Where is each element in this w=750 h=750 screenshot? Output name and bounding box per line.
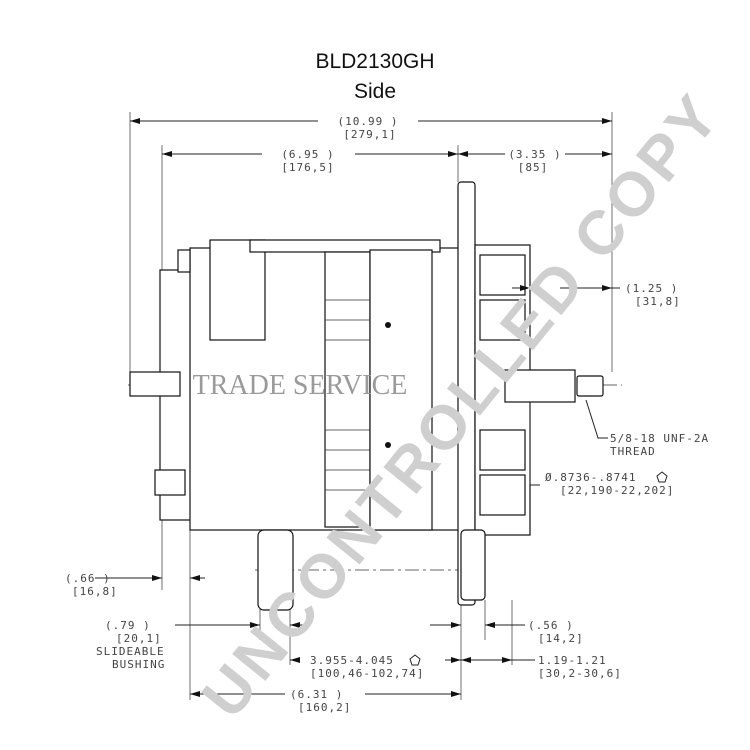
front-length-in: (3.35 ) — [508, 148, 561, 161]
stator — [324, 251, 371, 528]
front-length-mm: [85] — [518, 161, 549, 174]
aux-terminal — [177, 249, 191, 273]
shaft-diameter-in: Ø.8736-.8741 — [545, 471, 636, 484]
basic-dimension-symbol-icon — [409, 654, 421, 666]
rear-length-in: (6.95 ) — [281, 148, 334, 161]
drive-end-housing — [369, 249, 433, 531]
bushing-label-2: BUSHING — [112, 658, 165, 671]
view-label: Side — [354, 80, 396, 103]
mount-offset-mm: [16,8] — [72, 585, 118, 598]
mount-length-in: (6.31 ) — [290, 688, 343, 701]
overall-length-mm: [279,1] — [343, 128, 396, 141]
threaded-shaft-end — [576, 375, 604, 397]
alternator-body — [129, 181, 604, 611]
rear-length-mm: [176,5] — [281, 161, 334, 174]
drawing-title: BLD2130GH — [315, 50, 434, 73]
ground-terminal — [154, 469, 186, 496]
shaft-length-in: (1.25 ) — [625, 282, 678, 295]
regulator — [209, 239, 266, 341]
shaft — [504, 369, 576, 403]
output-terminal — [129, 371, 181, 397]
front-foot-mm: [14,2] — [538, 632, 584, 645]
foot-spacing-in: 3.955-4.045 — [310, 654, 394, 667]
stator-laminations — [325, 299, 370, 491]
watermark-logo-text: TRADE SERVICE — [193, 370, 408, 401]
thread-label: THREAD — [610, 445, 656, 458]
flange-offset-mm: [30,2-30,6] — [538, 667, 622, 680]
foot-spacing-mm: [100,46-102,74] — [310, 667, 424, 680]
overall-length-in: (10.99 ) — [338, 115, 399, 128]
dimension-labels: (10.99 ) [279,1] (6.95 ) [176,5] (3.35 )… — [65, 115, 709, 714]
basic-dimension-symbol-icon — [656, 471, 668, 483]
bushing-label-1: SLIDEABLE — [96, 645, 165, 658]
front-mounting-foot — [460, 529, 486, 601]
rear-mounting-foot — [257, 529, 294, 611]
bushing-mm: [20,1] — [116, 632, 162, 645]
front-foot-in: (.56 ) — [528, 619, 574, 632]
mount-length-mm: [160,2] — [298, 701, 351, 714]
flange-offset-in: 1.19-1.21 — [538, 654, 607, 667]
bushing-in: (.79 ) — [105, 619, 151, 632]
mount-offset-in: (.66 ) — [65, 572, 111, 585]
dimension-lines — [95, 118, 620, 697]
shaft-diameter-mm: [22,190-22,202] — [560, 484, 674, 497]
shaft-length-mm: [31,8] — [635, 295, 681, 308]
thread-spec: 5/8-18 UNF-2A — [610, 432, 709, 445]
